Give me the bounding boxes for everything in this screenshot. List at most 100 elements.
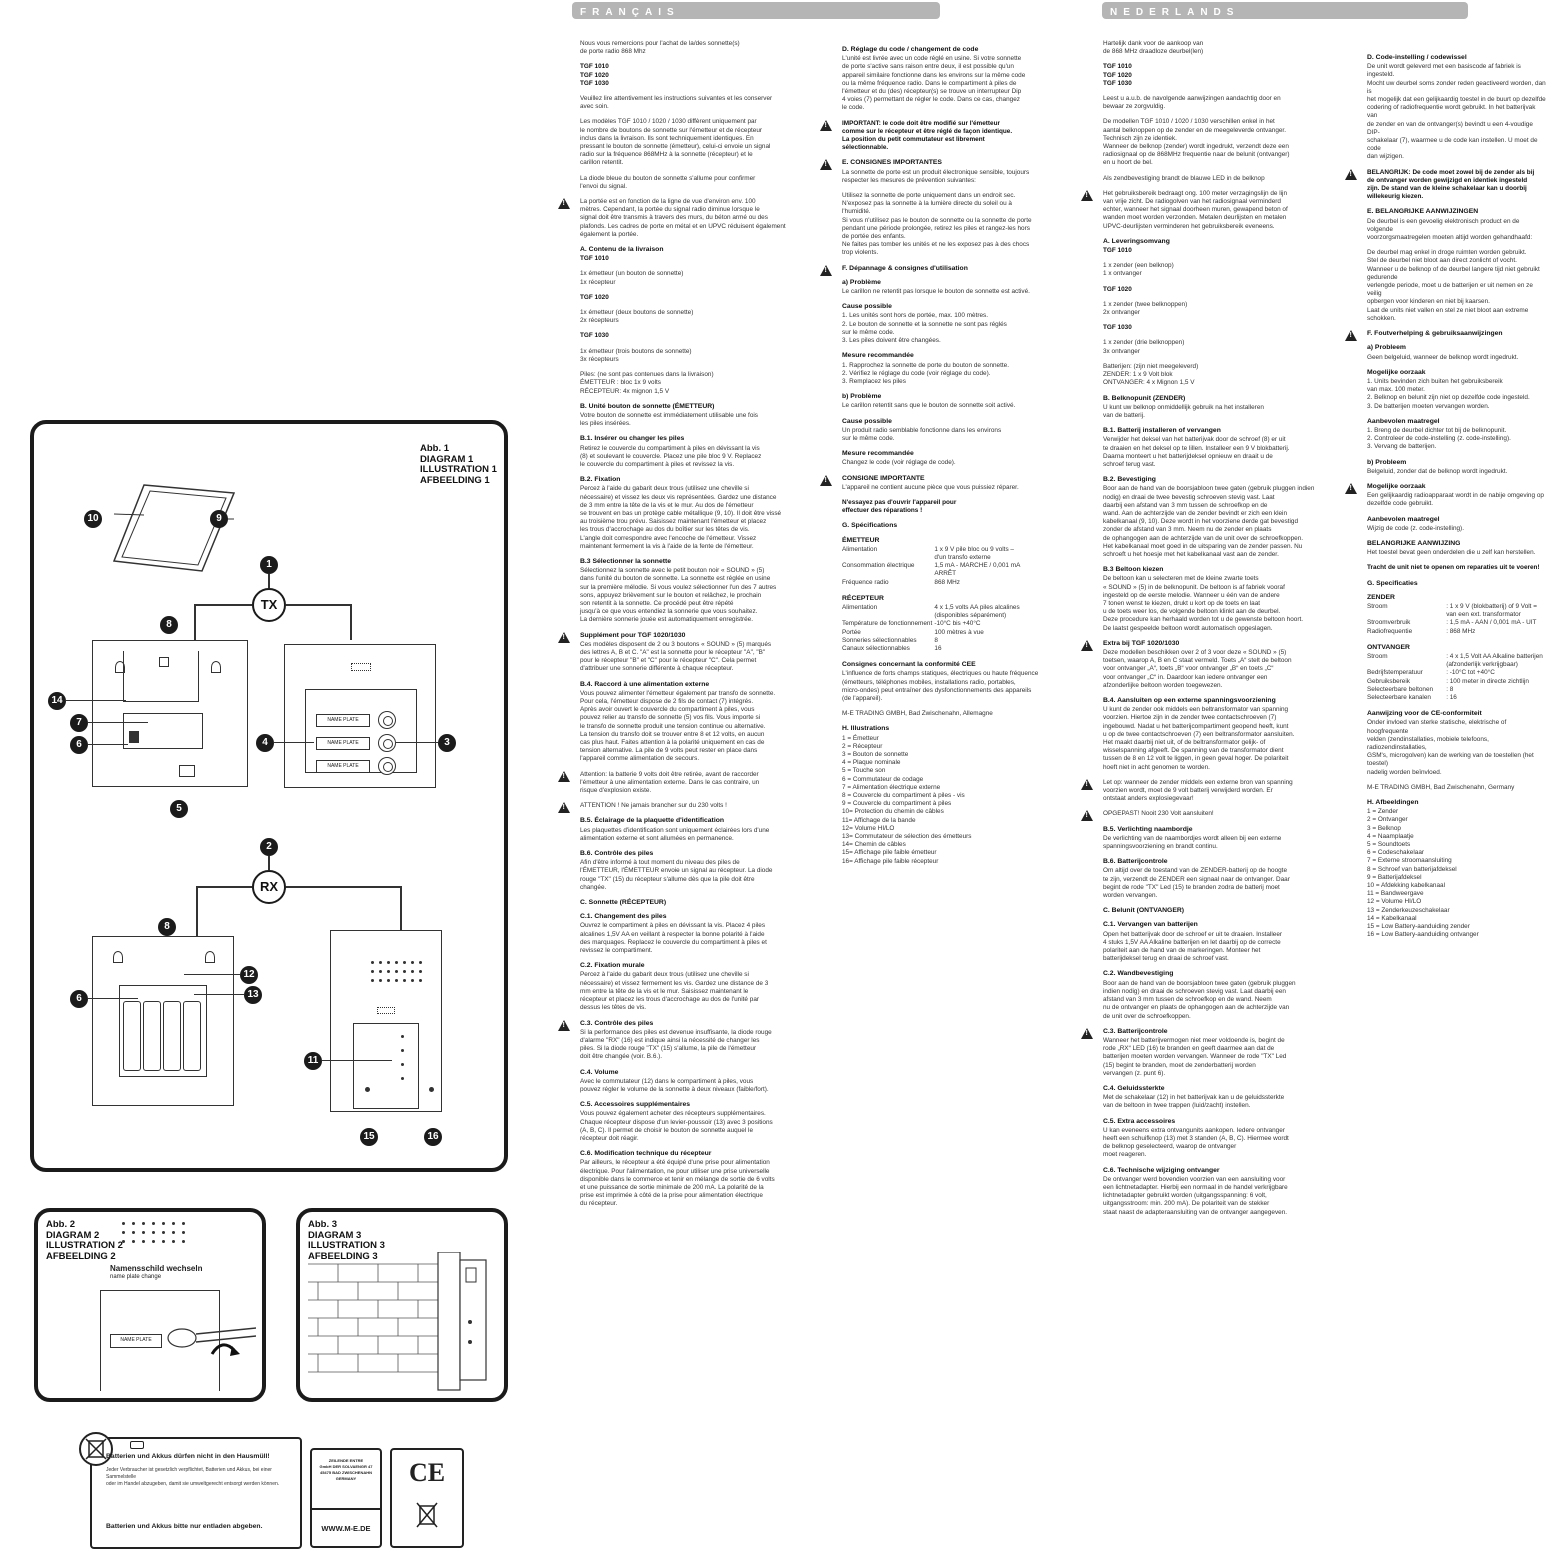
section-heading: C.1. Vervangen van batterijen <box>1103 921 1198 929</box>
paragraph: De unit wordt geleverd met een basiscode… <box>1367 63 1546 161</box>
spec-value: : 4 x 1,5 Volt AA Alkaline batterijen (a… <box>1446 652 1543 669</box>
battery-disposal-title: Batterien und Akkus dürfen nicht in den … <box>106 1453 270 1460</box>
paragraph: TGF 1030 <box>580 332 609 340</box>
paragraph: Retirez le couvercle du compartiment à p… <box>580 444 762 468</box>
spec-value: 4 x 1,5 volts AA piles alcalines (dispon… <box>934 603 1020 620</box>
spec-key: Radiofrequentie <box>1367 627 1413 635</box>
callout-5: 5 <box>170 800 188 818</box>
spec-row: Stroomverbruik: 1,5 mA - AAN / 0,001 mA … <box>1367 619 1547 627</box>
section-heading: B.5. Verlichting naambordje <box>1103 825 1193 833</box>
paragraph: Ouvrez le compartiment à piles en déviss… <box>580 922 767 955</box>
callout-4: 4 <box>256 734 274 752</box>
warning-icon <box>1081 639 1093 651</box>
paragraph: Par ailleurs, le récepteur a été équipé … <box>580 1159 775 1208</box>
spec-row: Bedrijfstemperatuur: -10°C tot +40°C <box>1367 669 1547 677</box>
section-heading: B.6. Batterijcontrole <box>1103 858 1168 866</box>
spec-row: Stroom: 1 x 9 V (blokbatterij) of 9 Volt… <box>1367 603 1547 619</box>
paragraph: 1 = Émetteur 2 = Récepteur 3 = Bouton de… <box>842 734 972 865</box>
paragraph: La portée est en fonction de la ligne de… <box>558 198 795 239</box>
warning-icon <box>558 770 570 782</box>
paragraph: TGF 1010 <box>580 255 609 263</box>
section-heading: B.2. Fixation <box>580 476 621 484</box>
section-heading: B.2. Bevestiging <box>1103 476 1156 484</box>
paragraph: La diode bleue du bouton de sonnette s'a… <box>580 174 756 190</box>
paragraph: Met de schakelaar (12) in het batterijva… <box>1103 1094 1285 1110</box>
spec-value: : 868 MHz <box>1446 627 1476 635</box>
warning-icon <box>558 802 570 814</box>
section-heading: RÉCEPTEUR <box>842 594 884 602</box>
warning-icon <box>820 474 832 486</box>
paragraph: Verwijder het deksel van het batterijvak… <box>1103 436 1290 468</box>
section-heading: C.4. Volume <box>580 1068 619 1076</box>
spec-key: Stroom <box>1367 602 1388 610</box>
section-heading: Cause possible <box>842 417 892 425</box>
section-heading: B.3 Beltoon kiezen <box>1103 566 1164 574</box>
callout-13: 13 <box>244 986 262 1004</box>
section-heading: a) Problème <box>842 278 881 286</box>
paragraph: U kan eveneens extra ontvangunits aankop… <box>1103 1126 1289 1159</box>
battery-disposal-bottom: Batterien und Akkus bitte nur entladen a… <box>106 1523 263 1530</box>
section-heading: Cause possible <box>842 303 892 311</box>
callout-15: 15 <box>360 1128 378 1146</box>
callout-6: 6 <box>70 736 88 754</box>
warning-icon <box>820 159 832 171</box>
section-heading: A. Contenu de la livraison <box>580 246 664 254</box>
weee-small-icon <box>416 1502 438 1528</box>
spec-row: Stroom: 4 x 1,5 Volt AA Alkaline batteri… <box>1367 653 1547 669</box>
bell-button-2 <box>378 734 396 752</box>
nl-column-1: Hartelijk dank voor de aankoop van de 86… <box>1081 40 1318 1224</box>
spec-key: Selecteerbare kanalen <box>1367 694 1431 701</box>
paragraph: U kunt de zender ook middels een beltran… <box>1103 706 1295 771</box>
section-heading: Aanbevolen maatregel <box>1367 417 1440 425</box>
paragraph: 1 x zender (drie belknoppen) 3x ontvange… <box>1103 339 1185 355</box>
section-heading: Mogelijke oorzaak <box>1367 368 1426 376</box>
paragraph: Percez à l'aide du gabarit deux trous (u… <box>580 971 769 1012</box>
callout-16: 16 <box>424 1128 442 1146</box>
paragraph: TGF 1020 <box>580 293 609 301</box>
paragraph: Let op: wanneer de zender middels een ex… <box>1081 778 1318 804</box>
figure-2-label: Abb. 2 DIAGRAM 2 ILLUSTRATION 2 AFBEELDI… <box>46 1219 123 1262</box>
spec-key: Sonneries sélectionnables <box>842 636 917 644</box>
paragraph: TGF 1030 <box>1103 324 1132 332</box>
paragraph: Changez le code (voir réglage de code). <box>842 459 956 467</box>
spec-value: 868 MHz <box>934 578 960 586</box>
speaker-grille <box>371 961 427 982</box>
section-heading: ZENDER <box>1367 593 1395 601</box>
warning-icon <box>1081 1027 1093 1039</box>
warning-icon <box>558 198 570 210</box>
spec-value: 1,5 mA - MARCHE / 0,001 mA ARRÊT <box>934 562 1021 578</box>
section-heading: E. BELANGRIJKE AANWIJZINGEN <box>1367 208 1479 216</box>
section-heading: ONTVANGER <box>1367 643 1410 651</box>
paragraph: 1. Rapprochez la sonnette de porte du bo… <box>842 361 1009 385</box>
section-heading: C.5. Extra accessoires <box>1103 1117 1176 1125</box>
nameplate-detail: NAME PLATE <box>110 1334 162 1348</box>
paragraph: TGF 1010 TGF 1020 TGF 1030 <box>1103 63 1132 87</box>
section-heading: Consignes concernant la conformité CEE <box>842 661 976 669</box>
paragraph: 1x émetteur (deux boutons de sonnette) 2… <box>580 309 694 325</box>
spec-row: Radiofrequentie : 868 MHz <box>1367 628 1547 636</box>
header-nederlands-label: NEDERLANDS <box>1110 7 1240 18</box>
paragraph: De deurbel mag enkel in droge ruimten wo… <box>1367 249 1540 322</box>
spec-value: 1 x 9 V pile bloc ou 9 volts – d'un tran… <box>934 545 1014 561</box>
section-heading: F. Foutverhelping & gebruiksaanwijzingen <box>1345 330 1547 342</box>
spec-value: : 100 meter in directe zichtlijn <box>1446 677 1529 685</box>
callout-7: 7 <box>70 714 88 732</box>
paragraph: M-E TRADING GMBH, Bad Zwischenahn, Germa… <box>1367 783 1515 791</box>
spec-row: Gebruiksbereik: 100 meter in directe zic… <box>1367 678 1547 686</box>
section-heading: D. Réglage du code / changement de code <box>842 46 979 53</box>
header-francais-label: FRANÇAIS <box>580 7 680 18</box>
battery-icon <box>130 1441 144 1449</box>
callout-2: 2 <box>260 838 278 856</box>
spec-value: 8 <box>934 636 938 644</box>
callout-12: 12 <box>240 966 258 984</box>
section-heading: B.5. Éclairage de la plaquette d'identif… <box>580 817 725 825</box>
figure-1-panel: Abb. 1 DIAGRAM 1 ILLUSTRATION 1 AFBEELDI… <box>30 420 508 1172</box>
paragraph: Open het batterijvak door de schroef er … <box>1103 930 1283 963</box>
paragraph: Piles: (ne sont pas contenues dans la li… <box>580 371 714 395</box>
paragraph: Les modèles TGF 1010 / 1020 / 1030 diffè… <box>580 118 771 167</box>
